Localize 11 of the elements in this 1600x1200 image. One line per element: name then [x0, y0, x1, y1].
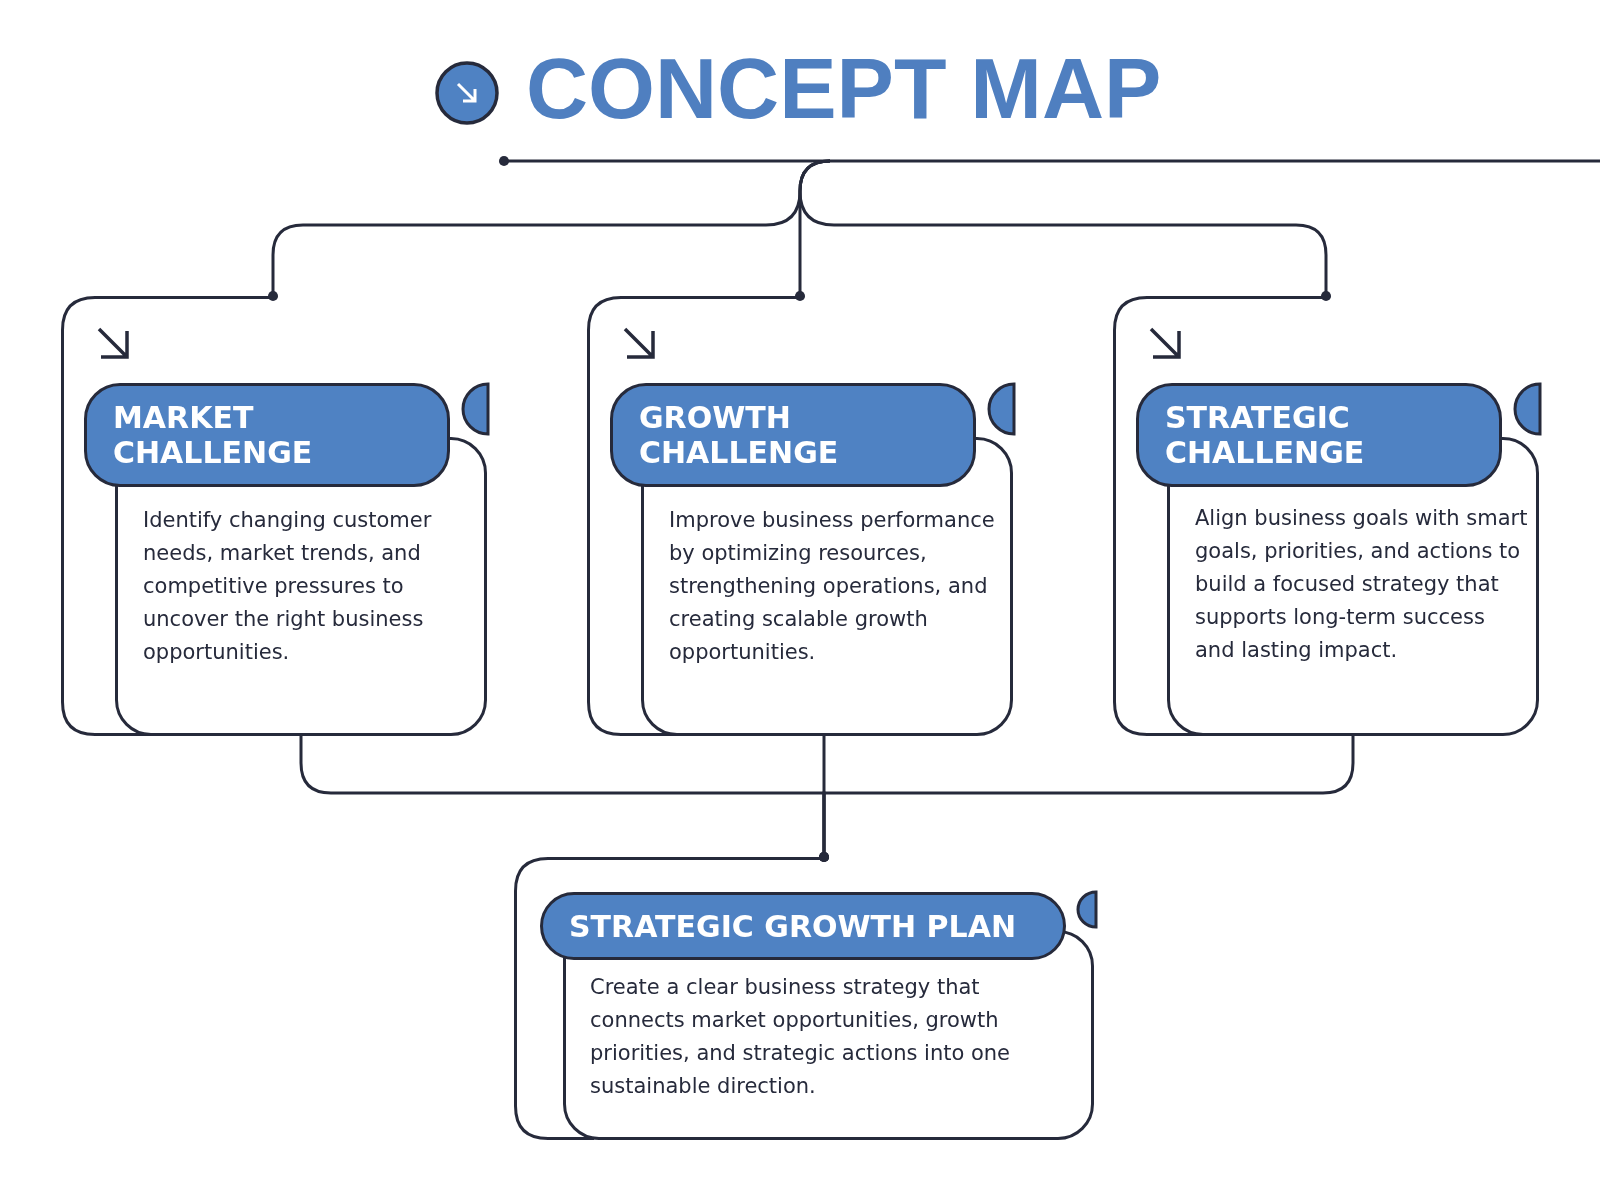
description-text: Improve business performance by optimizing resources, strengthening operations, and creating scalable growth opportunities. — [669, 507, 996, 666]
connector-line — [798, 159, 1332, 302]
description-text: Identify changing customer needs, market trends, and competitive pressures to uncover the right business opportunities. — [143, 507, 433, 666]
card-heading: STRATEGIC CHALLENGE — [1136, 383, 1502, 487]
card-heading: MARKET CHALLENGE — [84, 383, 450, 487]
connector-line — [818, 736, 1355, 863]
title: CONCEPT MAP — [526, 39, 1162, 138]
card-heading: STRATEGIC GROWTH PLAN — [540, 892, 1066, 960]
card-heading: GROWTH CHALLENGE — [610, 383, 976, 487]
description-text: Align business goals with smart goals, priorities, and actions to build a focused strategy that supports long-term success and lasting impact. — [1195, 505, 1529, 664]
description-text: Create a clear business strategy that connects market opportunities, growth priorities, and strategic actions into one sustainable direction. — [590, 974, 1012, 1100]
